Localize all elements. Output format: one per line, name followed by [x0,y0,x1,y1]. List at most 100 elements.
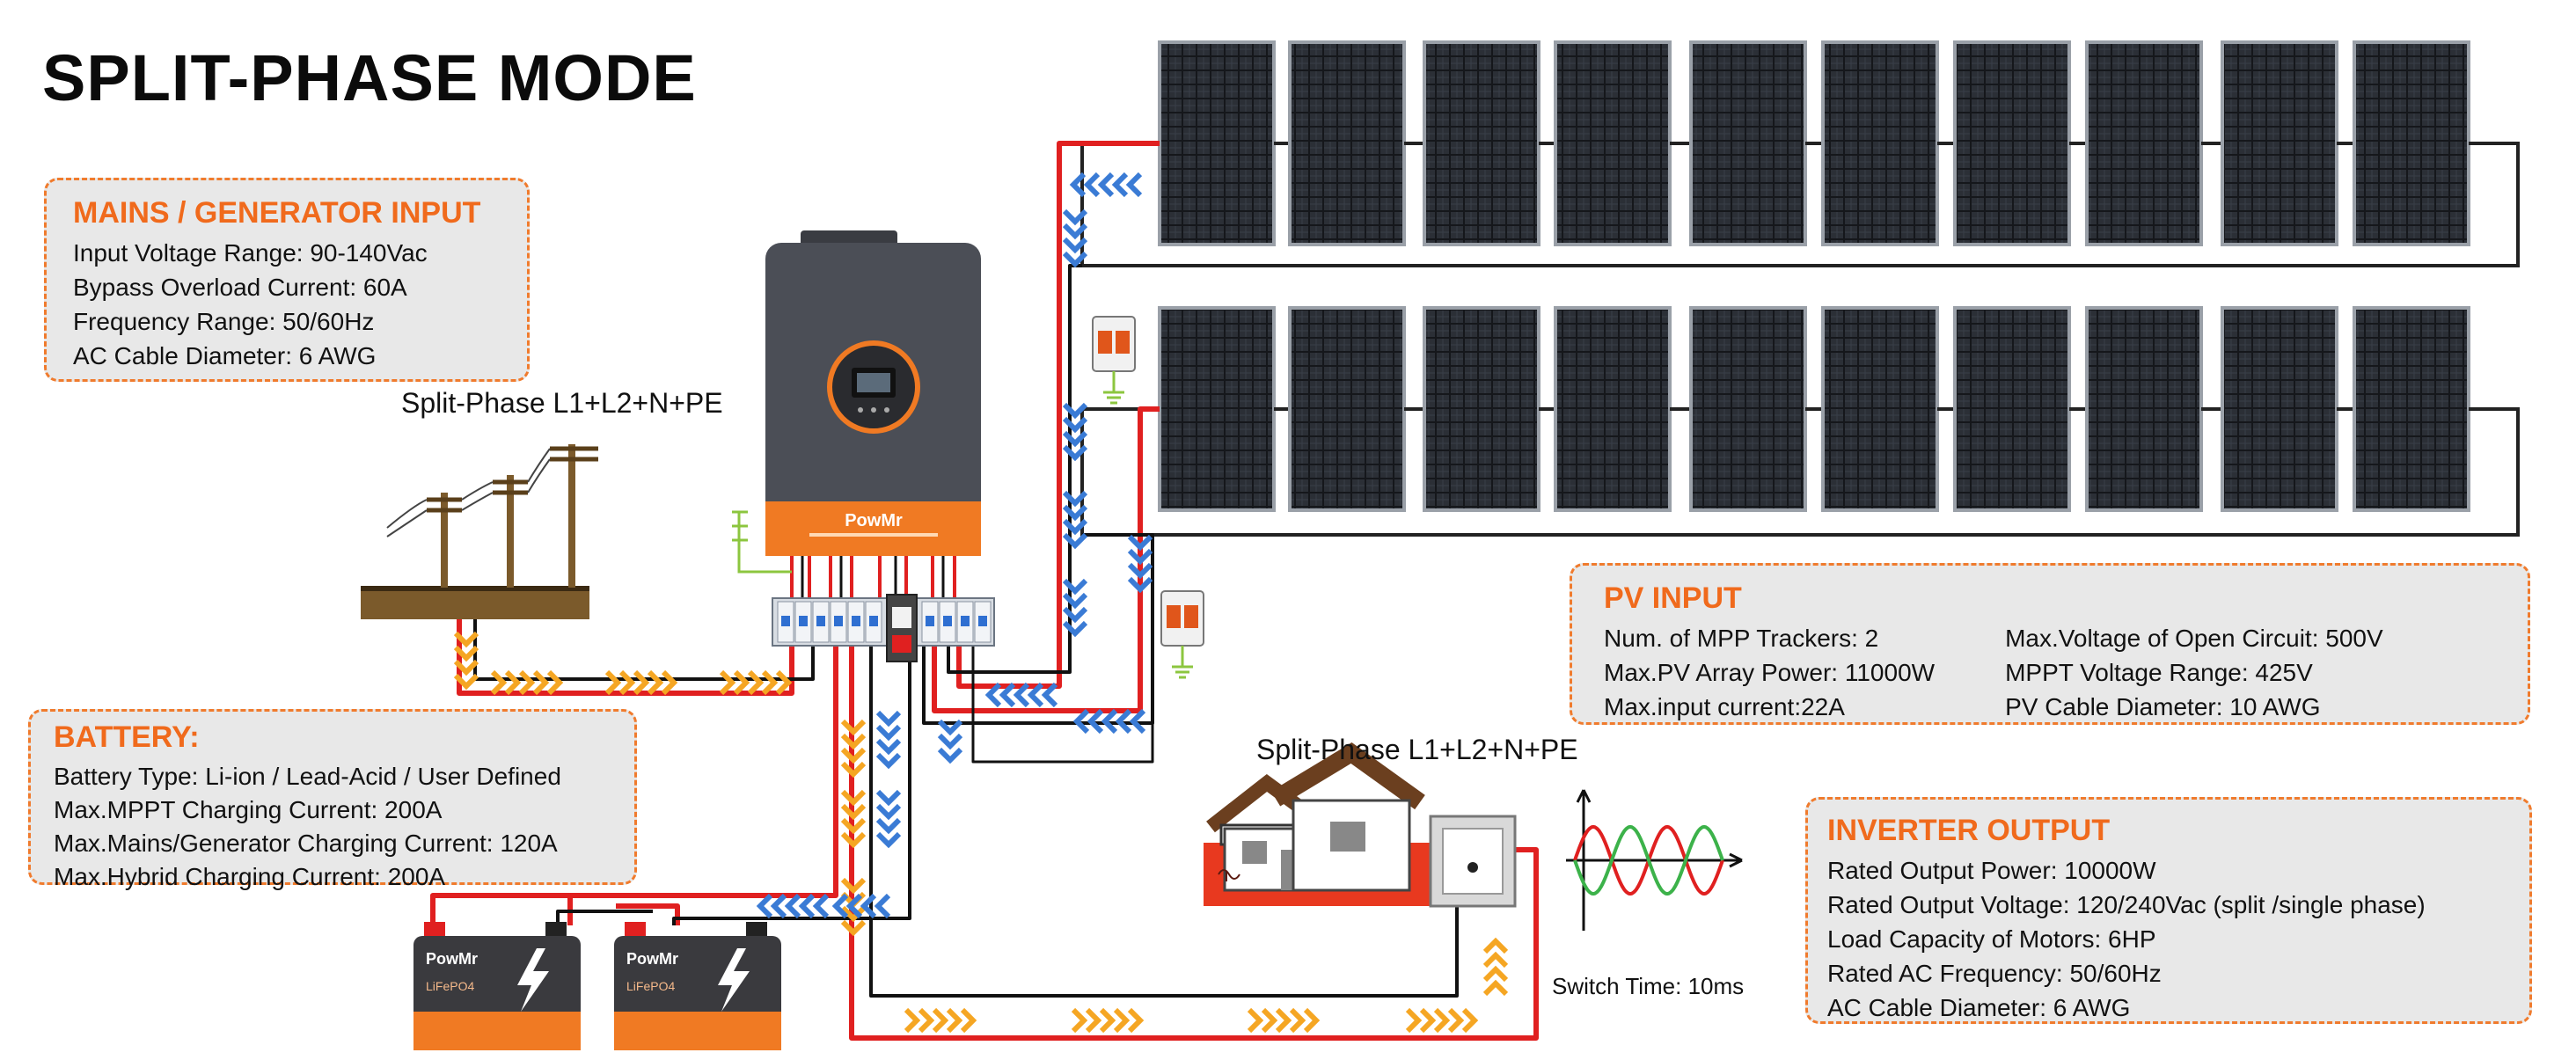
flow-arrow [1405,1007,1479,1034]
solar-panel [1158,40,1290,246]
flow-arrow [604,669,678,696]
flow-arrow [1072,708,1146,735]
solar-panel-array [1080,40,2520,537]
battery-heading: BATTERY: [54,720,200,754]
pv-line: Num. of MPP Trackers: 2 [1604,625,1879,652]
inverter-output-spec-box: INVERTER OUTPUT Rated Output Power: 1000… [1805,797,2532,1024]
battery-type-text: LiFePO4 [626,979,675,993]
breaker [939,601,956,643]
breaker [777,601,794,643]
breaker [794,601,812,643]
battery-line: Battery Type: Li-ion / Lead-Acid / User … [54,763,561,790]
inverter-output-line: Rated Output Power: 10000W [1827,857,2156,884]
battery-line: Max.Hybrid Charging Current: 200A [54,863,446,890]
breaker [956,601,974,643]
load-label: Split-Phase L1+L2+N+PE [1256,734,1578,765]
page-title: SPLIT-PHASE MODE [42,41,697,114]
pv-line: PV Cable Diameter: 10 AWG [2005,693,2321,720]
breaker [847,601,865,643]
utility-grid-poles [361,444,598,619]
flow-arrow [1062,490,1088,550]
flow-arrow [1062,208,1088,268]
mains-line: AC Cable Diameter: 6 AWG [73,342,377,369]
load-distribution-box [1429,815,1517,908]
battery-brand-text: PowMr [626,950,678,968]
wiring [430,141,1539,1041]
solar-panel [1554,40,1691,246]
solar-panel [1953,40,2087,246]
solar-panel [1689,306,1823,512]
split-phase-waveform [1566,789,1743,931]
solar-panel [1423,40,1555,246]
solar-panel [2221,306,2354,512]
breaker [974,601,992,643]
solar-panel [1689,40,1823,246]
solar-panel [1821,306,1955,512]
breaker [921,601,939,643]
flow-arrow [453,631,479,691]
battery-type-text: LiFePO4 [426,979,474,993]
battery-line: Max.Mains/Generator Charging Current: 12… [54,830,558,857]
flow-arrow [831,893,891,919]
flow-arrow [1247,1007,1321,1034]
flow-arrow [904,1007,977,1034]
pv-line: Max.PV Array Power: 11000W [1604,659,1936,686]
breaker [865,601,882,643]
mains-line: Input Voltage Range: 90-140Vac [73,239,428,267]
battery-brand-text: PowMr [426,950,478,968]
solar-panel [1953,306,2087,512]
flow-arrow [984,682,1058,708]
solar-panel [2353,306,2470,512]
flow-arrow [937,719,963,764]
grid-label: Split-Phase L1+L2+N+PE [401,387,723,419]
flow-arrow [1062,578,1088,638]
solar-panel [1554,306,1691,512]
solar-panel [1423,306,1555,512]
solar-panel [1821,40,1955,246]
solar-panel [1158,306,1290,512]
inverter-output-line: Rated Output Voltage: 120/240Vac (split … [1827,891,2426,918]
switch-time-label: Switch Time: 10ms [1552,973,1745,999]
solar-panel [1288,306,1424,512]
pv-spec-box: PV INPUT Num. of MPP Trackers: 2 Max.PV … [1570,563,2530,725]
flow-arrow [1127,534,1153,594]
battery-line: Max.MPPT Charging Current: 200A [54,796,443,823]
mains-line: Bypass Overload Current: 60A [73,274,407,301]
pv-heading: PV INPUT [1604,581,1742,615]
flow-arrow [875,710,902,770]
inverter-output-line: Rated AC Frequency: 50/60Hz [1827,960,2162,987]
solar-panel [2085,306,2222,512]
flow-arrow [1482,937,1509,997]
solar-panel [2085,40,2222,246]
house-load [1204,742,1432,906]
flow-arrow [490,669,564,696]
inverter-brand-text: PowMr [845,511,903,530]
pv-surge-protector-top [1092,316,1136,405]
flow-arrow [840,719,867,779]
mains-line: Frequency Range: 50/60Hz [73,308,375,335]
solar-panel [1288,40,1424,246]
breaker [812,601,830,643]
battery-spec-box: BATTERY: Battery Type: Li-ion / Lead-Aci… [28,709,637,890]
flow-arrow [1062,402,1088,462]
solar-panel [2353,40,2470,246]
mains-heading: MAINS / GENERATOR INPUT [73,196,481,230]
inverter-output-line: Load Capacity of Motors: 6HP [1827,925,2156,953]
flow-arrow [719,669,793,696]
flow-arrows [453,172,1509,1034]
breaker [830,601,847,643]
pv-line: MPPT Voltage Range: 425V [2005,659,2313,686]
flow-arrow [840,789,867,849]
flow-arrow [875,789,902,849]
flow-arrow [1071,1007,1145,1034]
breaker-panel [772,594,995,662]
inverter-output-heading: INVERTER OUTPUT [1827,814,2111,847]
hybrid-inverter: PowMr [732,230,981,574]
pv-line: Max.Voltage of Open Circuit: 500V [2005,625,2383,652]
solar-panel [2221,40,2354,246]
pv-surge-protector-bottom [1160,590,1204,679]
mains-spec-box: MAINS / GENERATOR INPUT Input Voltage Ra… [44,178,530,382]
